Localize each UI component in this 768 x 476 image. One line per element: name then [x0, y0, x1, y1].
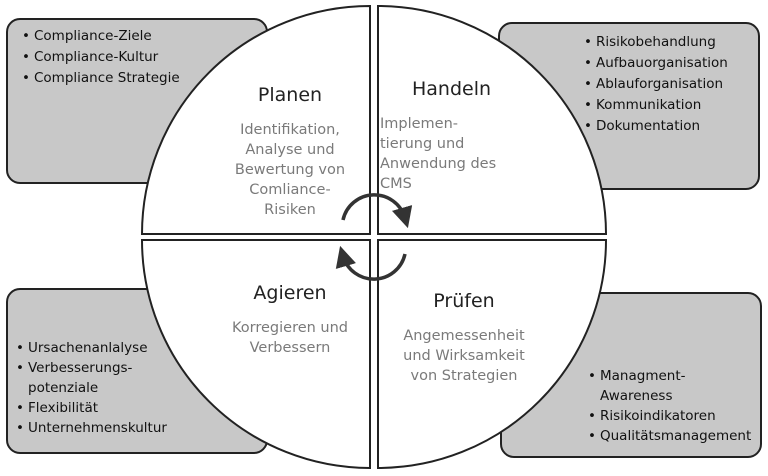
list-item: Aufbauorganisation — [584, 53, 758, 74]
list-item: Kommunikation — [584, 95, 758, 116]
list-item: Dokumentation — [584, 116, 758, 137]
handeln-description: Implemen- tierung und Anwendung des CMS — [380, 116, 497, 192]
top-right-list: Risikobehandlung Aufbauorganisation Abla… — [584, 32, 758, 137]
agieren-title: Agieren — [253, 282, 327, 304]
quadrant-handeln-shape — [377, 4, 608, 235]
planen-title: Planen — [257, 84, 323, 106]
bottom-left-list: Ursachenanlalyse Verbesserungs- potenzia… — [16, 338, 266, 438]
list-item: Ursachenanlalyse — [16, 338, 266, 358]
planen-description: Identifikation, Analyse und Bewertung vo… — [234, 122, 346, 218]
quadrant-planen-shape — [140, 4, 371, 235]
list-item: Qualitätsmanagement — [588, 426, 760, 446]
circle-quadrants — [140, 4, 608, 470]
quadrant-agieren-shape — [140, 239, 371, 470]
agieren-description: Korregieren und Verbessern — [231, 320, 349, 356]
quadrant-handeln: Handeln Implemen- tierung und Anwendung … — [380, 78, 540, 194]
list-item: Compliance Strategie — [22, 68, 266, 89]
top-left-list: Compliance-Ziele Compliance-Kultur Compl… — [22, 26, 266, 89]
quadrant-agieren: Agieren Korregieren und Verbessern — [190, 282, 390, 358]
list-item: Compliance-Kultur — [22, 47, 266, 68]
bottom-right-list: Managment- Awareness Risikoindikatoren Q… — [588, 366, 760, 446]
quadrant-pruefen: Prüfen Angemessenheit und Wirksamkeit vo… — [374, 290, 554, 386]
list-item: Flexibilität — [16, 398, 266, 418]
quadrant-planen: Planen Identifikation, Analyse und Bewer… — [190, 84, 390, 220]
list-item: Risikoindikatoren — [588, 406, 760, 426]
quadrant-pruefen-shape — [377, 239, 608, 470]
handeln-title: Handeln — [412, 78, 492, 100]
list-item: Unternehmenskultur — [16, 418, 266, 438]
list-item: Verbesserungs- potenziale — [16, 358, 266, 398]
list-item: Compliance-Ziele — [22, 26, 266, 47]
pruefen-description: Angemessenheit und Wirksamkeit von Strat… — [403, 328, 525, 384]
list-item: Ablauforganisation — [584, 74, 758, 95]
pruefen-title: Prüfen — [433, 290, 495, 312]
list-item: Managment- Awareness — [588, 366, 760, 406]
cycle-arrows-icon — [335, 193, 413, 281]
list-item: Risikobehandlung — [584, 32, 758, 53]
